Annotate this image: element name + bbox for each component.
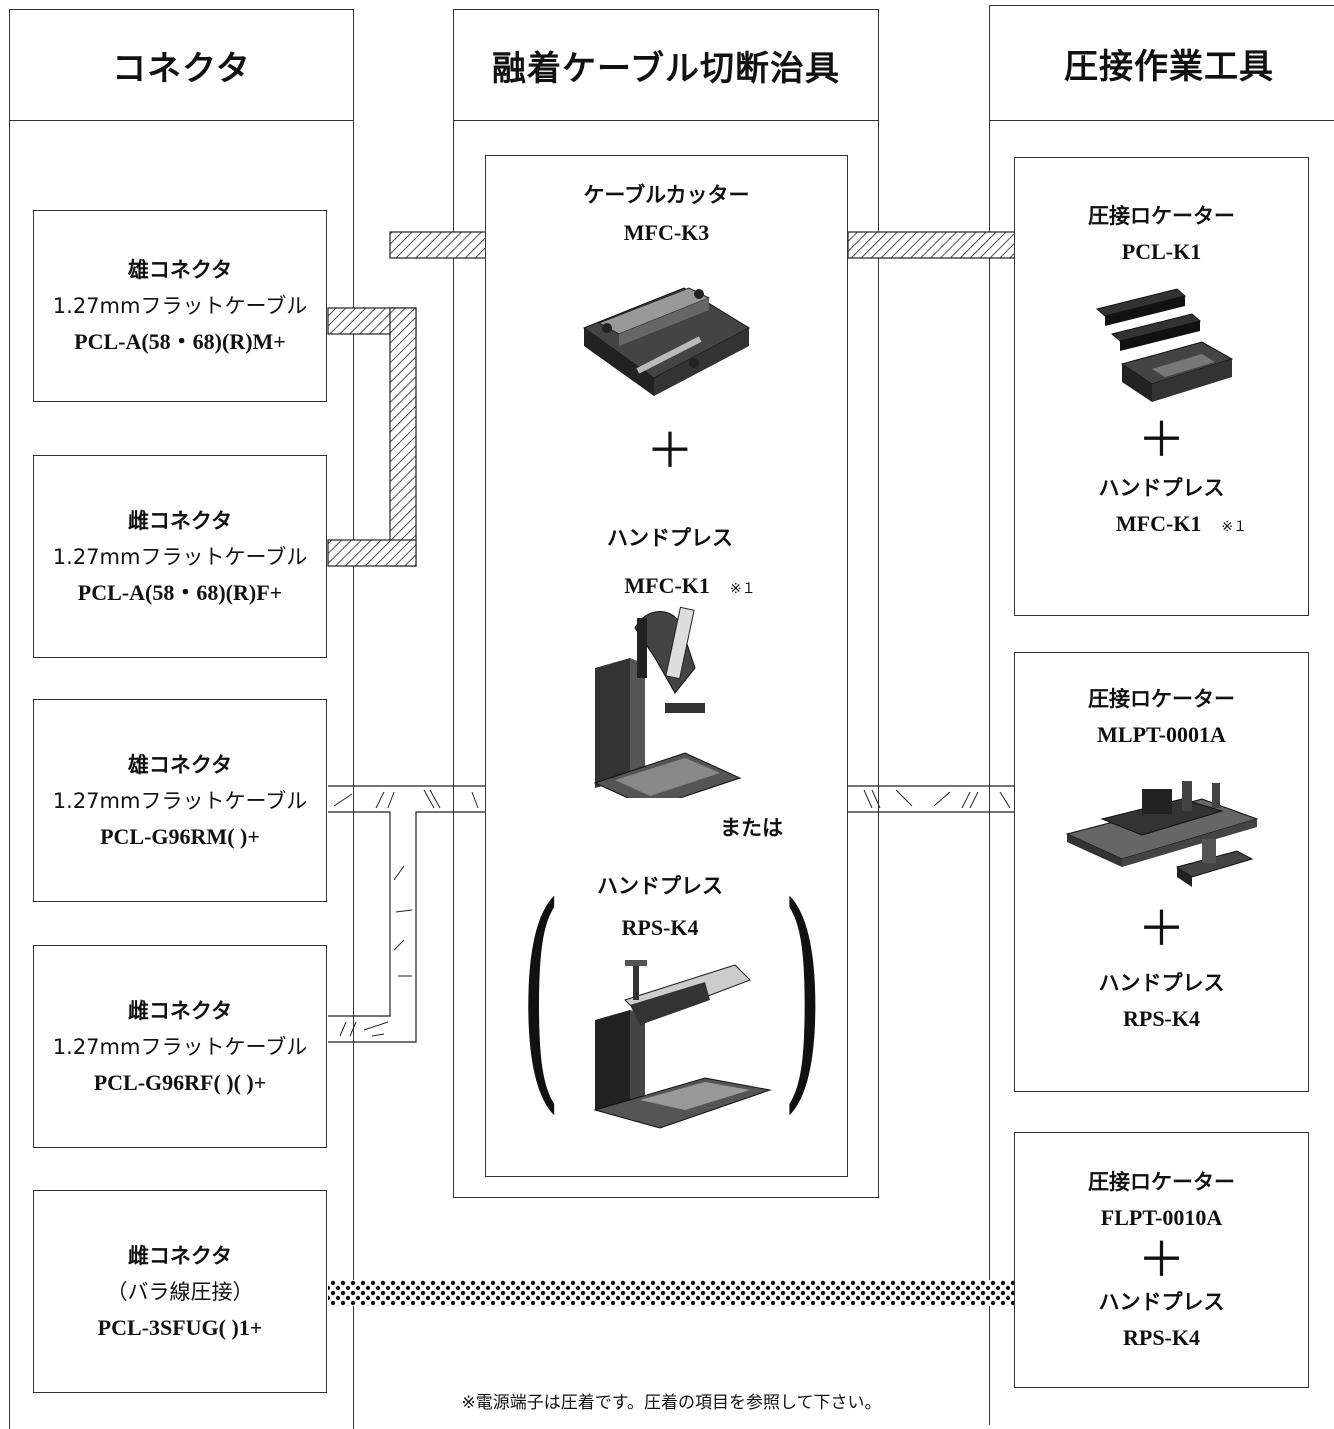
locator-photo xyxy=(1095,288,1233,402)
connector-code: PCL-G96RF( )( )+ xyxy=(93,1069,267,1095)
connector-box-a-female: 雌コネクタ 1.27mmフラットケーブル PCL-A(58・68)(R)F+ xyxy=(33,455,327,658)
locator-name: 圧接ロケーター xyxy=(1088,1170,1235,1194)
connector-cable: 1.27mmフラットケーブル xyxy=(52,1034,308,1059)
cable-cutter-code: MFC-K3 xyxy=(623,220,710,245)
paren-right: ) xyxy=(781,855,824,1135)
connector-box-g96-female: 雌コネクタ 1.27mmフラットケーブル PCL-G96RF( )( )+ xyxy=(33,945,327,1148)
plus-sign: ＋ xyxy=(1137,901,1186,957)
connector-type: 雌コネクタ xyxy=(127,998,233,1023)
locator-code: FLPT-0010A xyxy=(1100,1205,1223,1230)
tool-box-mlpt: 圧接ロケーター MLPT-0001A ＋ ハンドプレス RPS-K4 xyxy=(1014,652,1309,1092)
hand-press-alt-name: ハンドプレス xyxy=(597,874,723,898)
hand-press-code: RPS-K4 xyxy=(1123,1325,1200,1350)
hand-press-name: ハンドプレス xyxy=(1098,1290,1225,1314)
connector-type: 雌コネクタ xyxy=(127,1243,233,1268)
header-crimp: 圧接作業工具 xyxy=(989,5,1334,121)
connector-code: PCL-G96RM( )+ xyxy=(100,823,260,849)
connector-code: PCL-3SFUG( )1+ xyxy=(97,1314,263,1340)
connector-box-a-male: 雄コネクタ 1.27mmフラットケーブル PCL-A(58・68)(R)M+ xyxy=(33,210,327,402)
hand-press-alt-code: RPS-K4 xyxy=(621,915,699,940)
locator-code: PCL-K1 xyxy=(1121,239,1202,264)
footnote: ※電源端子は圧着です。圧着の項目を参照して下さい。 xyxy=(461,1393,882,1413)
connector-code: PCL-A(58・68)(R)M+ xyxy=(74,329,286,354)
press-code: MFC-K1 xyxy=(1115,511,1202,536)
connector-type: 雄コネクタ xyxy=(127,752,233,777)
connector-cable: 1.27mmフラットケーブル xyxy=(52,544,308,569)
dotted-connector-3sfug xyxy=(328,1280,1016,1306)
connector-code: PCL-A(58・68)(R)F+ xyxy=(77,579,283,605)
connector-cable: 1.27mmフラットケーブル xyxy=(52,294,308,318)
locator-photo xyxy=(1065,781,1259,887)
hand-press-name: ハンドプレス xyxy=(1098,971,1225,995)
tool-box-pcl-k1: 圧接ロケーター PCL-K1 ＋ ハンドプレス MFC-K1 ※１ xyxy=(1014,157,1309,616)
locator-name: 圧接ロケーター xyxy=(1088,687,1235,711)
cable-cutter-photo xyxy=(582,287,751,396)
hand-press-photo xyxy=(593,606,742,798)
connector-box-g96-male: 雄コネクタ 1.27mmフラットケーブル PCL-G96RM( )+ xyxy=(33,699,327,902)
sparse-connector-g96 xyxy=(328,785,1016,1043)
paren-left: ( xyxy=(519,855,562,1135)
hand-press-code: MFC-K1 ※１ xyxy=(560,568,820,608)
note-mark: ※１ xyxy=(729,582,756,597)
note-mark: ※１ xyxy=(1221,520,1248,535)
plus-sign: ＋ xyxy=(646,423,695,479)
connector-cable: 1.27mmフラットケーブル xyxy=(52,788,308,813)
header-connector: コネクタ xyxy=(9,9,354,121)
hatched-connector-a xyxy=(327,231,1017,567)
connector-box-3sfug: 雌コネクタ （バラ線圧接） PCL-3SFUG( )1+ xyxy=(33,1190,327,1393)
tool-box-flpt: 圧接ロケーター FLPT-0010A ＋ ハンドプレス RPS-K4 xyxy=(1014,1132,1309,1388)
hand-press-code: MFC-K1 ※１ xyxy=(1116,506,1247,546)
hand-press-name: ハンドプレス xyxy=(607,526,733,550)
plus-sign: ＋ xyxy=(1137,1232,1186,1288)
press-code: MFC-K1 xyxy=(624,573,710,598)
header-cutter: 融着ケーブル切断治具 xyxy=(453,9,879,121)
connector-type: 雌コネクタ xyxy=(127,508,233,533)
hand-press-alt-photo xyxy=(593,960,772,1129)
connector-type: 雄コネクタ xyxy=(127,258,233,282)
hand-press-code: RPS-K4 xyxy=(1123,1006,1200,1031)
locator-code: MLPT-0001A xyxy=(1097,722,1226,747)
plus-sign: ＋ xyxy=(1137,412,1186,468)
or-label: または xyxy=(720,816,783,840)
connector-cable: （バラ線圧接） xyxy=(106,1279,254,1304)
cable-cutter-name: ケーブルカッター xyxy=(583,183,750,207)
hand-press-name: ハンドプレス xyxy=(1098,476,1225,500)
locator-name: 圧接ロケーター xyxy=(1088,204,1235,228)
